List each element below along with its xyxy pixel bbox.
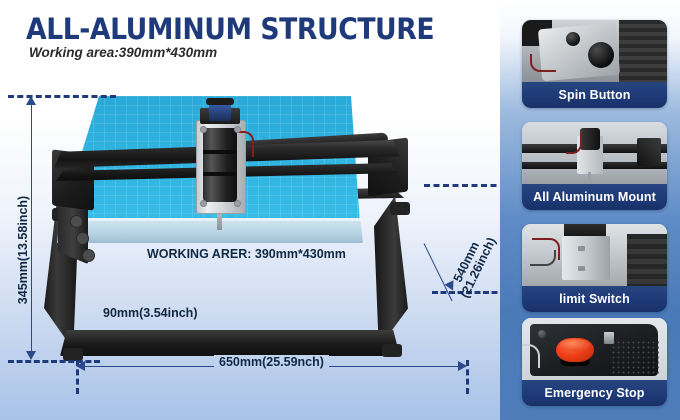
width-arrow-left	[76, 361, 85, 371]
worktable-label: WORKING ARER: 390mm*430mm	[147, 247, 346, 261]
bolt-lower	[578, 266, 585, 271]
feature-card-emergency-stop[interactable]: Emergency Stop	[522, 318, 667, 406]
plate-screw-tr	[234, 126, 241, 133]
plate-screw-br	[234, 200, 241, 207]
width-arrow-right	[458, 361, 467, 371]
emergency-stop-button-top	[560, 339, 590, 351]
feature-card-caption: limit Switch	[522, 286, 667, 312]
spin-button-photo	[522, 20, 667, 82]
panel-cable	[522, 344, 540, 368]
spindle-wiring	[236, 131, 254, 157]
worktable-front-highlight	[58, 218, 362, 222]
leadscrew-nut-c	[82, 249, 95, 262]
feature-card-caption: Emergency Stop	[522, 380, 667, 406]
aluminum-mount-photo	[522, 122, 667, 184]
cutting-bit	[217, 210, 222, 230]
page-title: ALL-ALUMINUM STRUCTURE	[26, 12, 435, 46]
guide-line-bottom	[8, 360, 100, 363]
foot-front-left	[63, 348, 83, 361]
feature-sidebar: Spin Button All Aluminum Mount	[500, 0, 680, 420]
feature-card-caption: All Aluminum Mount	[522, 184, 667, 210]
main-illustration-area: ALL-ALUMINUM STRUCTURE Working area:390m…	[8, 12, 500, 394]
foot-rear-right	[390, 202, 410, 215]
secondary-knob-icon	[566, 32, 580, 46]
gantry-end-block	[637, 138, 661, 166]
plate-screw-tl	[200, 126, 207, 133]
indicator-led-icon	[538, 330, 546, 338]
guide-line-middle-right	[424, 184, 500, 187]
spin-knob-icon	[588, 42, 614, 68]
spindle-ring-upper	[203, 150, 237, 154]
red-wire	[532, 238, 560, 260]
spindle-motor-icon	[580, 128, 600, 150]
red-wire	[530, 54, 556, 72]
spindle-top-cap	[206, 98, 234, 105]
feature-card-spin-button[interactable]: Spin Button	[522, 20, 667, 108]
limit-switch-photo	[522, 224, 667, 286]
switch-wire	[530, 250, 556, 266]
red-wire	[566, 132, 582, 154]
cutting-bit	[588, 172, 591, 182]
worktable-front-band	[57, 221, 363, 243]
height-arrow-bottom	[26, 351, 36, 360]
guide-line-lower-right	[432, 291, 500, 294]
height-arrow-top	[26, 96, 36, 105]
feature-card-caption: Spin Button	[522, 82, 667, 108]
perforated-mesh	[611, 340, 659, 374]
depth-dimension-label: 540mm(21.26inch)	[447, 230, 499, 300]
spindle-motor	[203, 128, 237, 202]
height-dimension-line	[31, 98, 32, 356]
guide-line-top	[8, 95, 116, 98]
width-dimension-label: 650mm(25.59nch)	[214, 355, 329, 369]
feature-card-aluminum-mount[interactable]: All Aluminum Mount	[522, 122, 667, 210]
extrusion-rail	[619, 20, 667, 82]
leadscrew-nut-a	[70, 215, 83, 228]
leadscrew-nut-b	[76, 232, 89, 245]
right-side-rail	[374, 196, 408, 348]
spindle-adjust-knob	[209, 103, 231, 121]
spindle-ring-lower	[203, 172, 237, 176]
foot-front-right	[382, 344, 402, 357]
feature-card-limit-switch[interactable]: limit Switch	[522, 224, 667, 312]
table-thickness-label: 90mm(3.54inch)	[103, 306, 198, 320]
bolt-upper	[578, 246, 585, 251]
plate-screw-bl	[200, 200, 207, 207]
front-bottom-rail	[60, 330, 400, 356]
aluminum-bracket	[562, 236, 610, 280]
toggle-switch-icon	[604, 332, 614, 344]
guide-line-left-vertical	[76, 360, 79, 394]
extrusion-rail	[627, 234, 667, 286]
height-dimension-label: 345mm(13.58inch)	[16, 195, 31, 305]
emergency-stop-photo	[522, 318, 667, 380]
guide-line-right-vertical	[466, 360, 469, 394]
page-subtitle: Working area:390mm*430mm	[29, 45, 218, 60]
